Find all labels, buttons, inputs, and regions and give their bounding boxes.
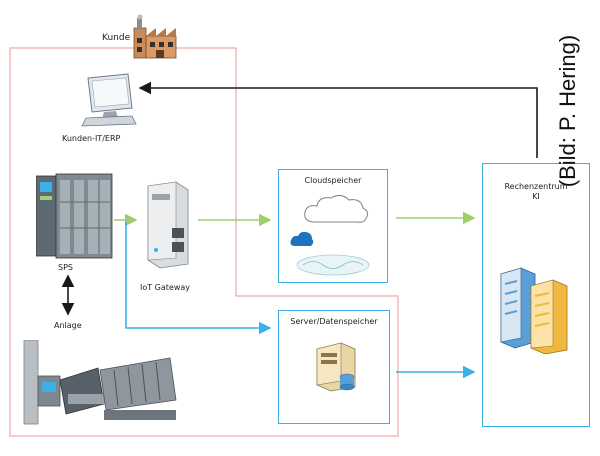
kunden-it-label: Kunden-IT/ERP <box>62 134 121 143</box>
computer-icon <box>81 73 137 127</box>
server-title: Server/Datenspeicher <box>290 317 378 326</box>
factory-icon <box>133 14 177 59</box>
azure-logo-icon <box>290 231 314 246</box>
kunde-label: Kunde <box>102 33 131 43</box>
sps-label: SPS <box>58 263 73 272</box>
plc-icon <box>36 173 113 259</box>
rechenzentrum-title: Rechenzentrum <box>504 182 568 191</box>
cloudspeicher-title: Cloudspeicher <box>304 176 362 185</box>
data-center-icon <box>500 267 568 354</box>
anlage-label: Anlage <box>54 321 82 330</box>
mindsphere-logo-icon <box>296 254 370 276</box>
image-credit-text: (Bild: P. Hering) <box>555 34 580 187</box>
iot-gateway-label: IoT Gateway <box>140 283 191 292</box>
customer-boundary <box>9 47 399 437</box>
server-database-icon <box>316 342 356 392</box>
rechenzentrum-box: Rechenzentrum KI <box>482 163 590 427</box>
server-box: Server/Datenspeicher <box>278 310 390 424</box>
cloudspeicher-box: Cloudspeicher <box>278 169 388 283</box>
image-credit: (Bild: P. Hering) <box>548 8 588 213</box>
arrow-ki-to-erp <box>138 81 538 158</box>
arrow-sps-to-server <box>125 222 272 335</box>
cloud-icon <box>304 194 369 223</box>
machine-image <box>23 340 177 425</box>
ki-label: KI <box>532 192 540 201</box>
iot-gateway-icon <box>147 181 189 269</box>
